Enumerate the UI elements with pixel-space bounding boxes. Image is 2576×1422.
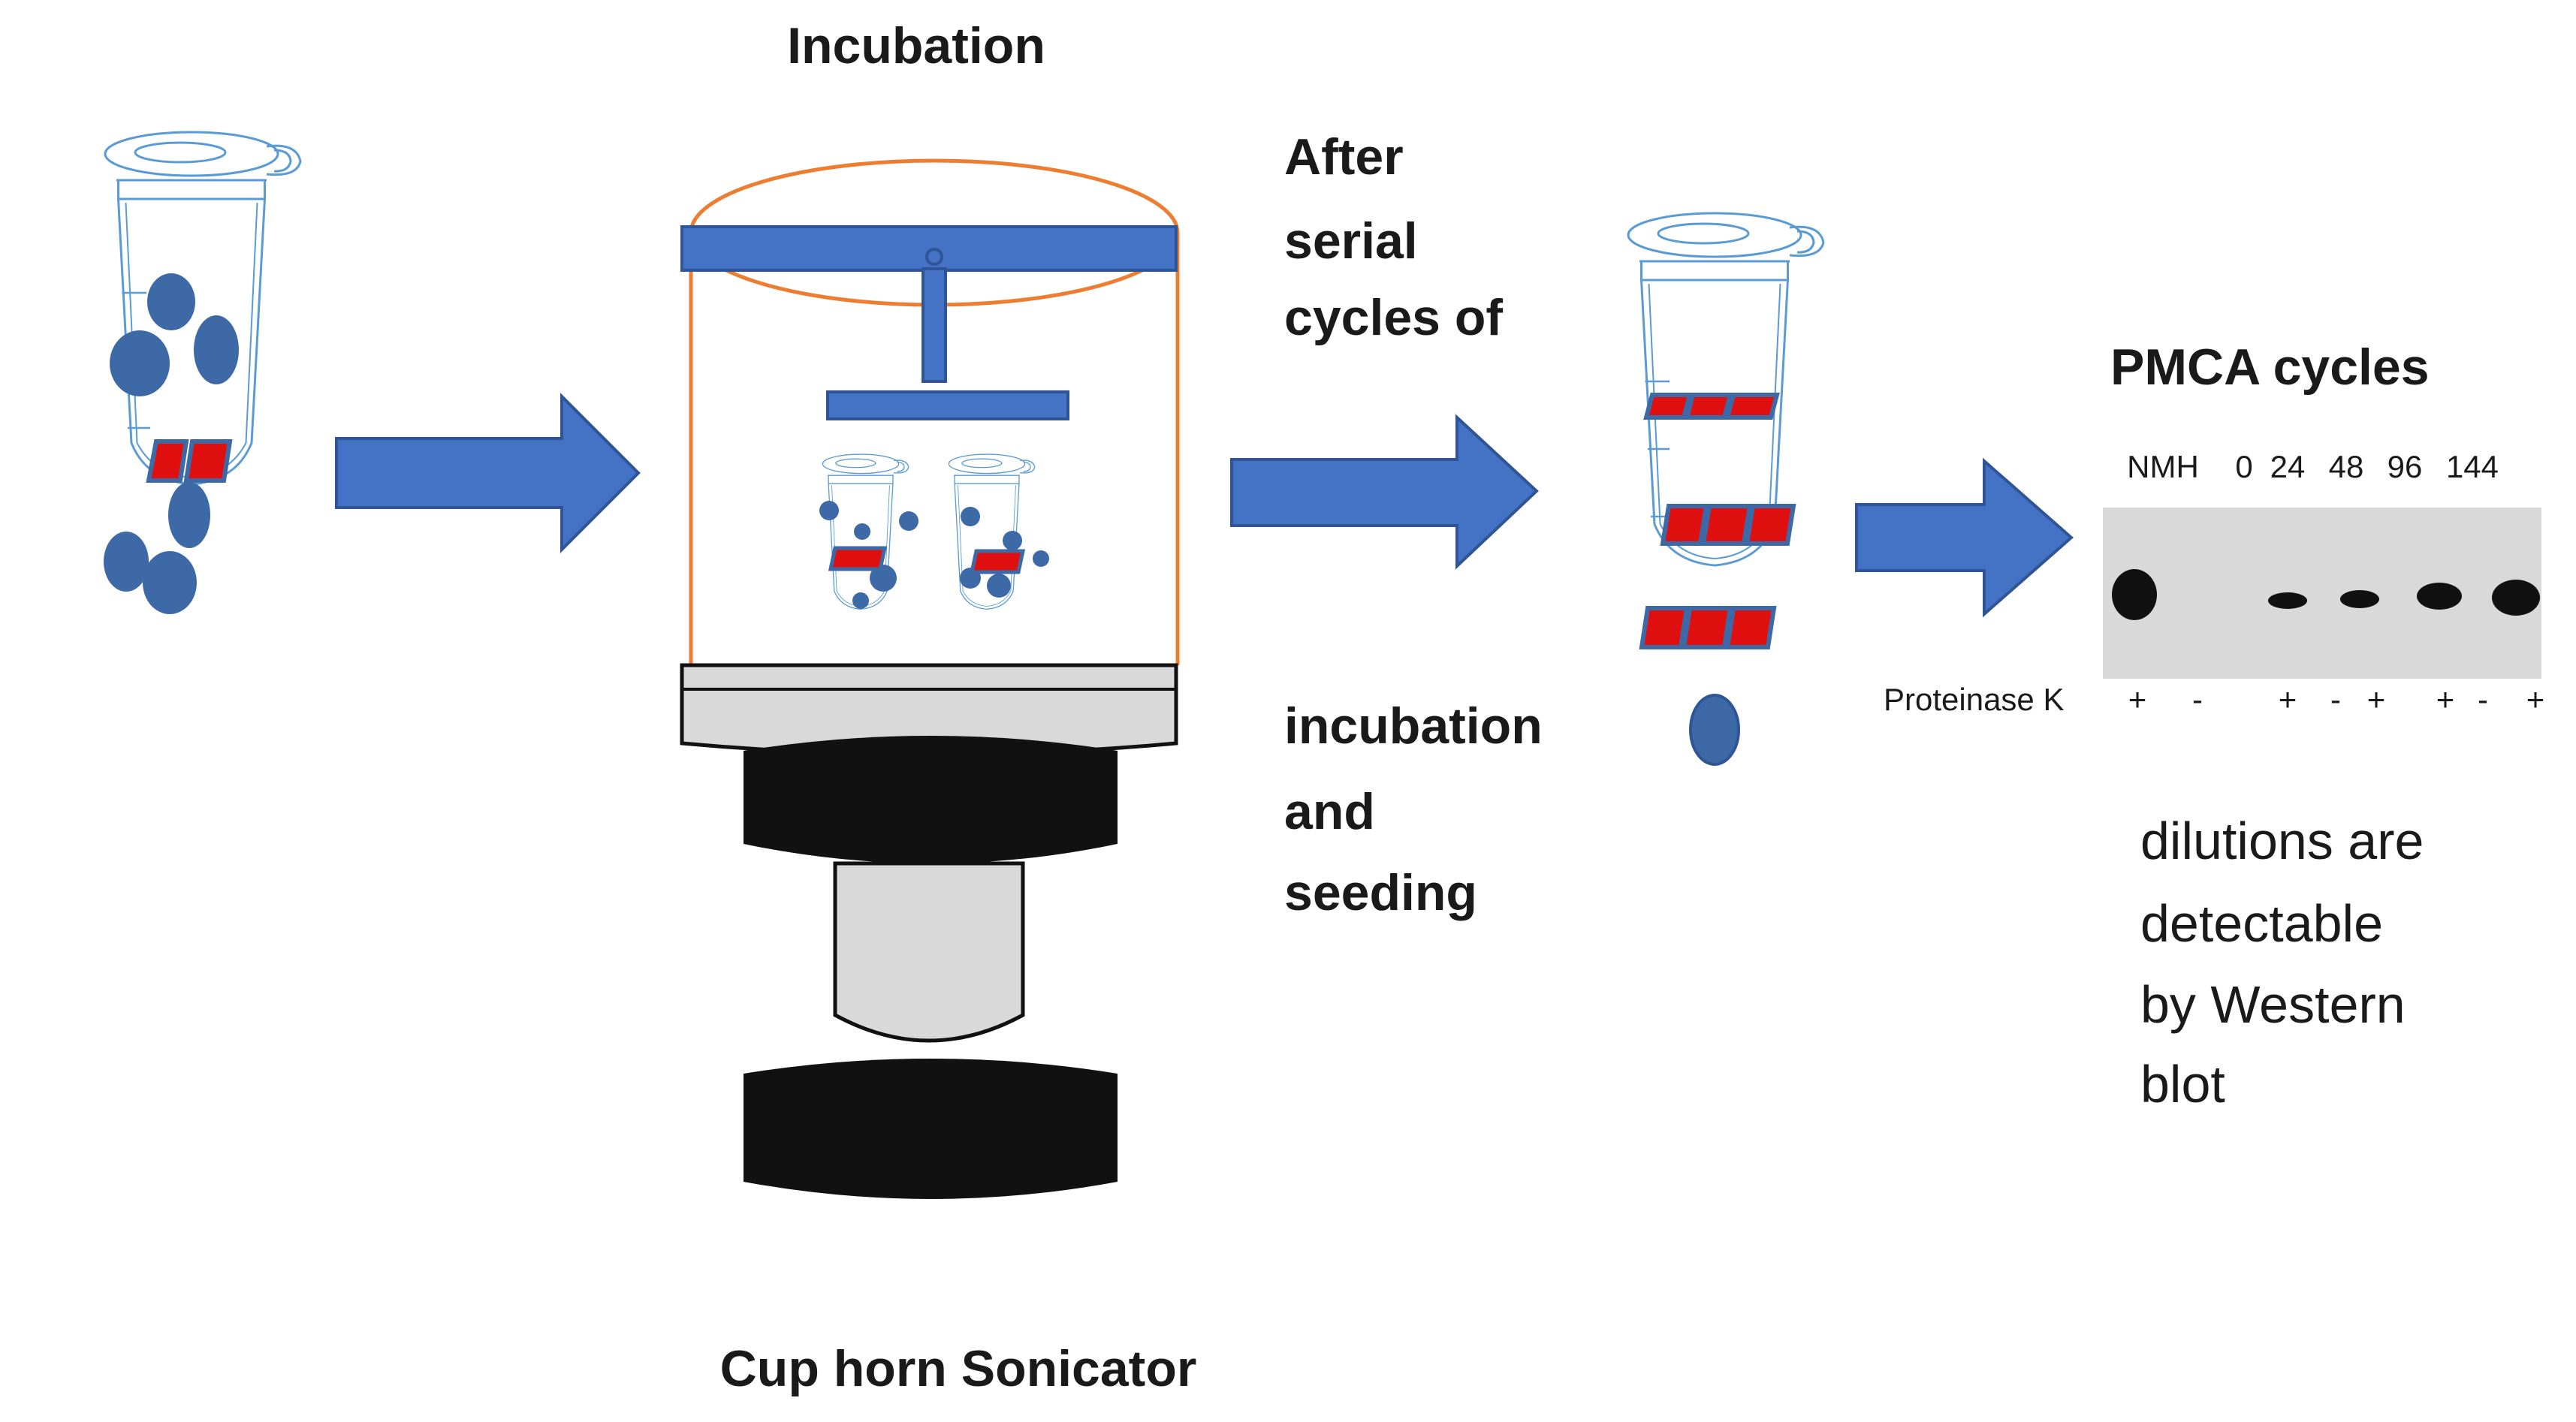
- pk-sign: -: [2478, 682, 2488, 717]
- lane-label: NMH: [2127, 449, 2199, 484]
- blot-band-96: [2417, 583, 2462, 610]
- pk-sign: +: [2436, 682, 2455, 717]
- tube-icon: [104, 131, 302, 486]
- dilutions-line3: by Western: [2140, 975, 2406, 1034]
- lane-label: 0: [2235, 449, 2252, 484]
- incubation-label: Incubation: [787, 17, 1045, 74]
- arrow-icon: [1230, 414, 1539, 570]
- arrow-icon: [1855, 457, 2074, 618]
- dilutions-line1: dilutions are: [2140, 812, 2424, 870]
- incubation-seeding-line3: seeding: [1284, 864, 1477, 921]
- western-blot-icon: [2103, 508, 2541, 679]
- amplified-fibrils: [1639, 393, 1796, 649]
- dilutions-line4: blot: [2140, 1055, 2225, 1113]
- incubation-seeding-line1: incubation: [1284, 697, 1543, 755]
- sonicator-icon: [680, 158, 1180, 1199]
- blot-band-48: [2340, 590, 2379, 608]
- pk-sign: -: [2192, 682, 2203, 717]
- pk-sign: +: [2367, 682, 2386, 717]
- pk-sign: +: [2279, 682, 2297, 717]
- lane-label: 144: [2446, 449, 2499, 484]
- blot-band-nmh: [2112, 569, 2157, 620]
- cup-horn-sonicator-label: Cup horn Sonicator: [720, 1340, 1197, 1397]
- after-line2: serial: [1284, 212, 1418, 270]
- monomer-particles: [104, 273, 239, 614]
- fibril-seed: [146, 439, 233, 483]
- after-line1: After: [1284, 128, 1404, 185]
- pellet: [1689, 694, 1740, 766]
- arrow-icon: [335, 393, 641, 553]
- blot-band-144: [2492, 580, 2540, 616]
- pk-sign: +: [2128, 682, 2147, 717]
- pk-sign: +: [2526, 682, 2545, 717]
- lane-label: 24: [2270, 449, 2306, 484]
- incubation-seeding-line2: and: [1284, 783, 1375, 840]
- blot-band-24: [2268, 592, 2307, 609]
- lane-label: 96: [2387, 449, 2423, 484]
- pmca-cycles-label: PMCA cycles: [2110, 339, 2430, 396]
- dilutions-line2: detectable: [2140, 894, 2383, 953]
- after-line3: cycles of: [1284, 289, 1503, 346]
- lane-label: 48: [2329, 449, 2364, 484]
- pk-sign: -: [2330, 682, 2341, 717]
- proteinase-k-label: Proteinase K: [1884, 682, 2064, 717]
